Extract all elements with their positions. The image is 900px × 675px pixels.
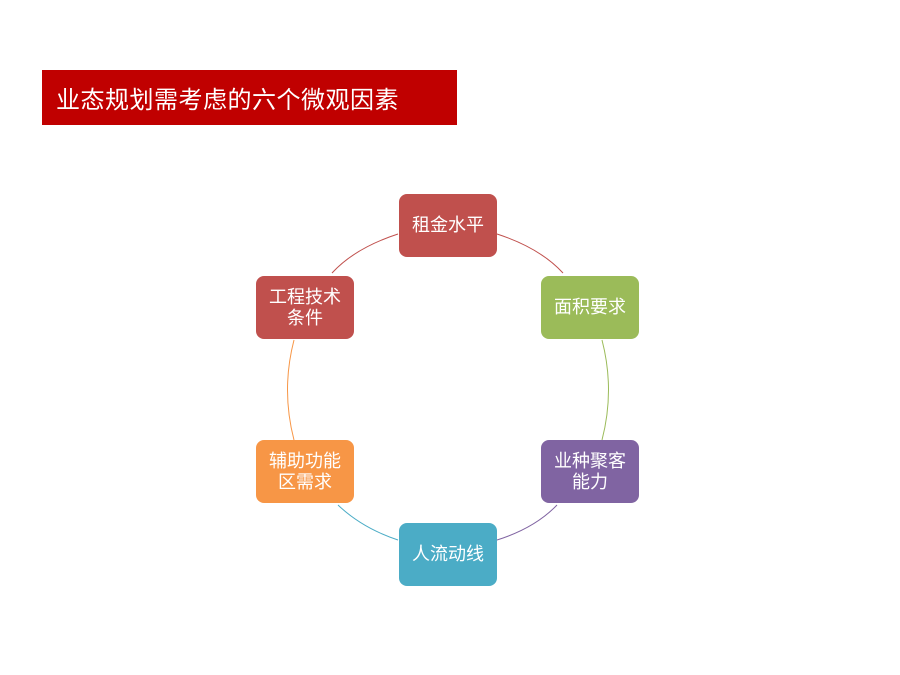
node-gather-line1: 业种聚客 [554, 450, 626, 472]
arc-eng-rent [331, 233, 399, 274]
node-customer-attraction: 业种聚客 能力 [541, 440, 639, 503]
node-eng-line1: 工程技术 [269, 286, 341, 308]
node-aux-line2: 区需求 [278, 471, 332, 493]
page-title: 业态规划需考虑的六个微观因素 [42, 70, 457, 125]
node-area-requirement: 面积要求 [541, 276, 639, 339]
node-pedestrian-flow: 人流动线 [399, 523, 497, 586]
arc-flow-aux [337, 504, 399, 541]
arc-aux-eng [287, 339, 295, 441]
node-auxiliary-function: 辅助功能 区需求 [256, 440, 354, 503]
arc-area-gather [601, 339, 609, 441]
arc-gather-flow [496, 504, 558, 541]
node-area-line1: 面积要求 [554, 297, 626, 318]
node-gather-line2: 能力 [572, 471, 608, 493]
node-engineering-conditions: 工程技术 条件 [256, 276, 354, 339]
arc-rent-area [496, 233, 564, 274]
node-rent-line1: 租金水平 [412, 215, 484, 236]
node-flow-line1: 人流动线 [412, 544, 484, 565]
page-title-text: 业态规划需考虑的六个微观因素 [56, 86, 399, 114]
node-eng-line2: 条件 [287, 307, 323, 329]
node-rent-level: 租金水平 [399, 194, 497, 257]
node-aux-line1: 辅助功能 [269, 450, 341, 472]
